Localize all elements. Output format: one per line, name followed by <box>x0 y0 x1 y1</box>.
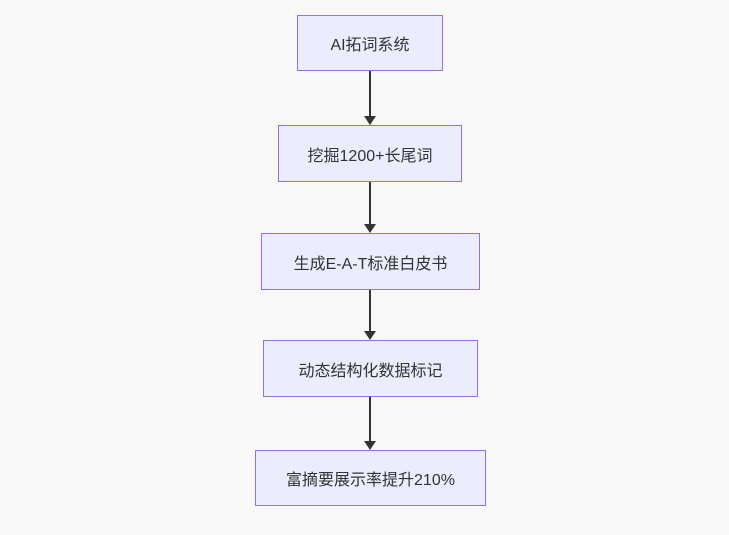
arrowhead-down-icon <box>364 224 376 233</box>
arrow-line <box>369 397 371 441</box>
arrowhead-down-icon <box>364 331 376 340</box>
arrow-n1-to-n2 <box>364 71 376 125</box>
flow-node-mine-longtail-keywords: 挖掘1200+长尾词 <box>278 125 462 182</box>
flow-node-ai-expansion-system: AI拓词系统 <box>297 15 443 71</box>
arrow-line <box>369 182 371 224</box>
arrow-line <box>369 71 371 116</box>
flow-node-rich-snippet-rate: 富摘要展示率提升210% <box>255 450 486 506</box>
arrow-n3-to-n4 <box>364 290 376 340</box>
flow-node-dynamic-structured-data: 动态结构化数据标记 <box>263 340 478 397</box>
arrow-line <box>369 290 371 331</box>
arrowhead-down-icon <box>364 441 376 450</box>
arrowhead-down-icon <box>364 116 376 125</box>
flow-node-generate-eat-whitepaper: 生成E-A-T标准白皮书 <box>261 233 480 290</box>
arrow-n2-to-n3 <box>364 182 376 233</box>
arrow-n4-to-n5 <box>364 397 376 450</box>
